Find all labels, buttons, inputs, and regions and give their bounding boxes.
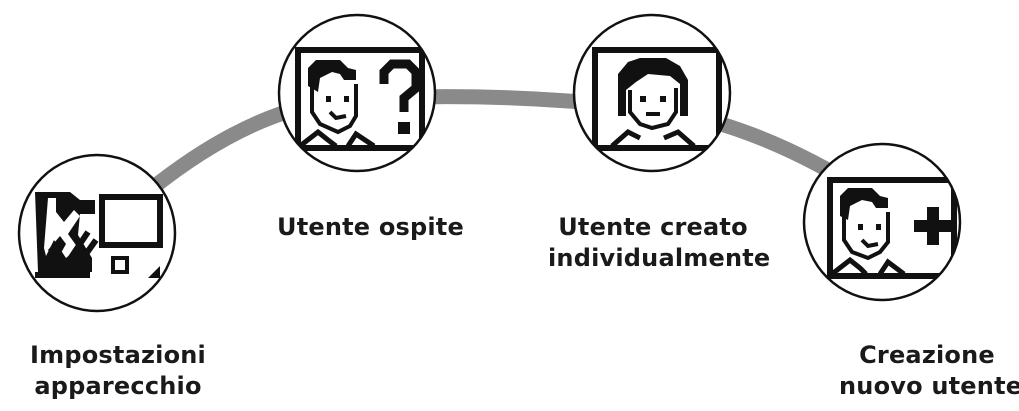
label-guest-line-1: Utente ospite bbox=[277, 213, 464, 241]
add-user-icon bbox=[827, 177, 957, 279]
wrench-settings-icon bbox=[35, 192, 163, 278]
label-settings: Impostazioni apparecchio bbox=[28, 340, 208, 402]
label-custom-line-2: individualmente bbox=[548, 244, 771, 272]
label-custom-user: Utente creato individualmente bbox=[548, 212, 771, 274]
label-settings-line-2: apparecchio bbox=[34, 372, 202, 400]
node-custom-user[interactable] bbox=[572, 13, 732, 173]
node-settings[interactable] bbox=[17, 153, 177, 313]
label-new-line-1: Creazione bbox=[859, 341, 995, 369]
guest-user-icon bbox=[295, 47, 425, 151]
user-portrait-icon bbox=[592, 47, 722, 151]
node-new-user[interactable] bbox=[802, 142, 962, 302]
label-guest: Utente ospite bbox=[277, 212, 464, 243]
node-guest[interactable] bbox=[277, 13, 437, 173]
connector-arc bbox=[145, 89, 875, 202]
label-custom-line-1: Utente creato bbox=[558, 213, 748, 241]
label-new-line-2: nuovo utente bbox=[839, 372, 1019, 400]
label-settings-line-1: Impostazioni bbox=[30, 341, 206, 369]
label-new-user: Creazione nuovo utente bbox=[839, 340, 1019, 402]
